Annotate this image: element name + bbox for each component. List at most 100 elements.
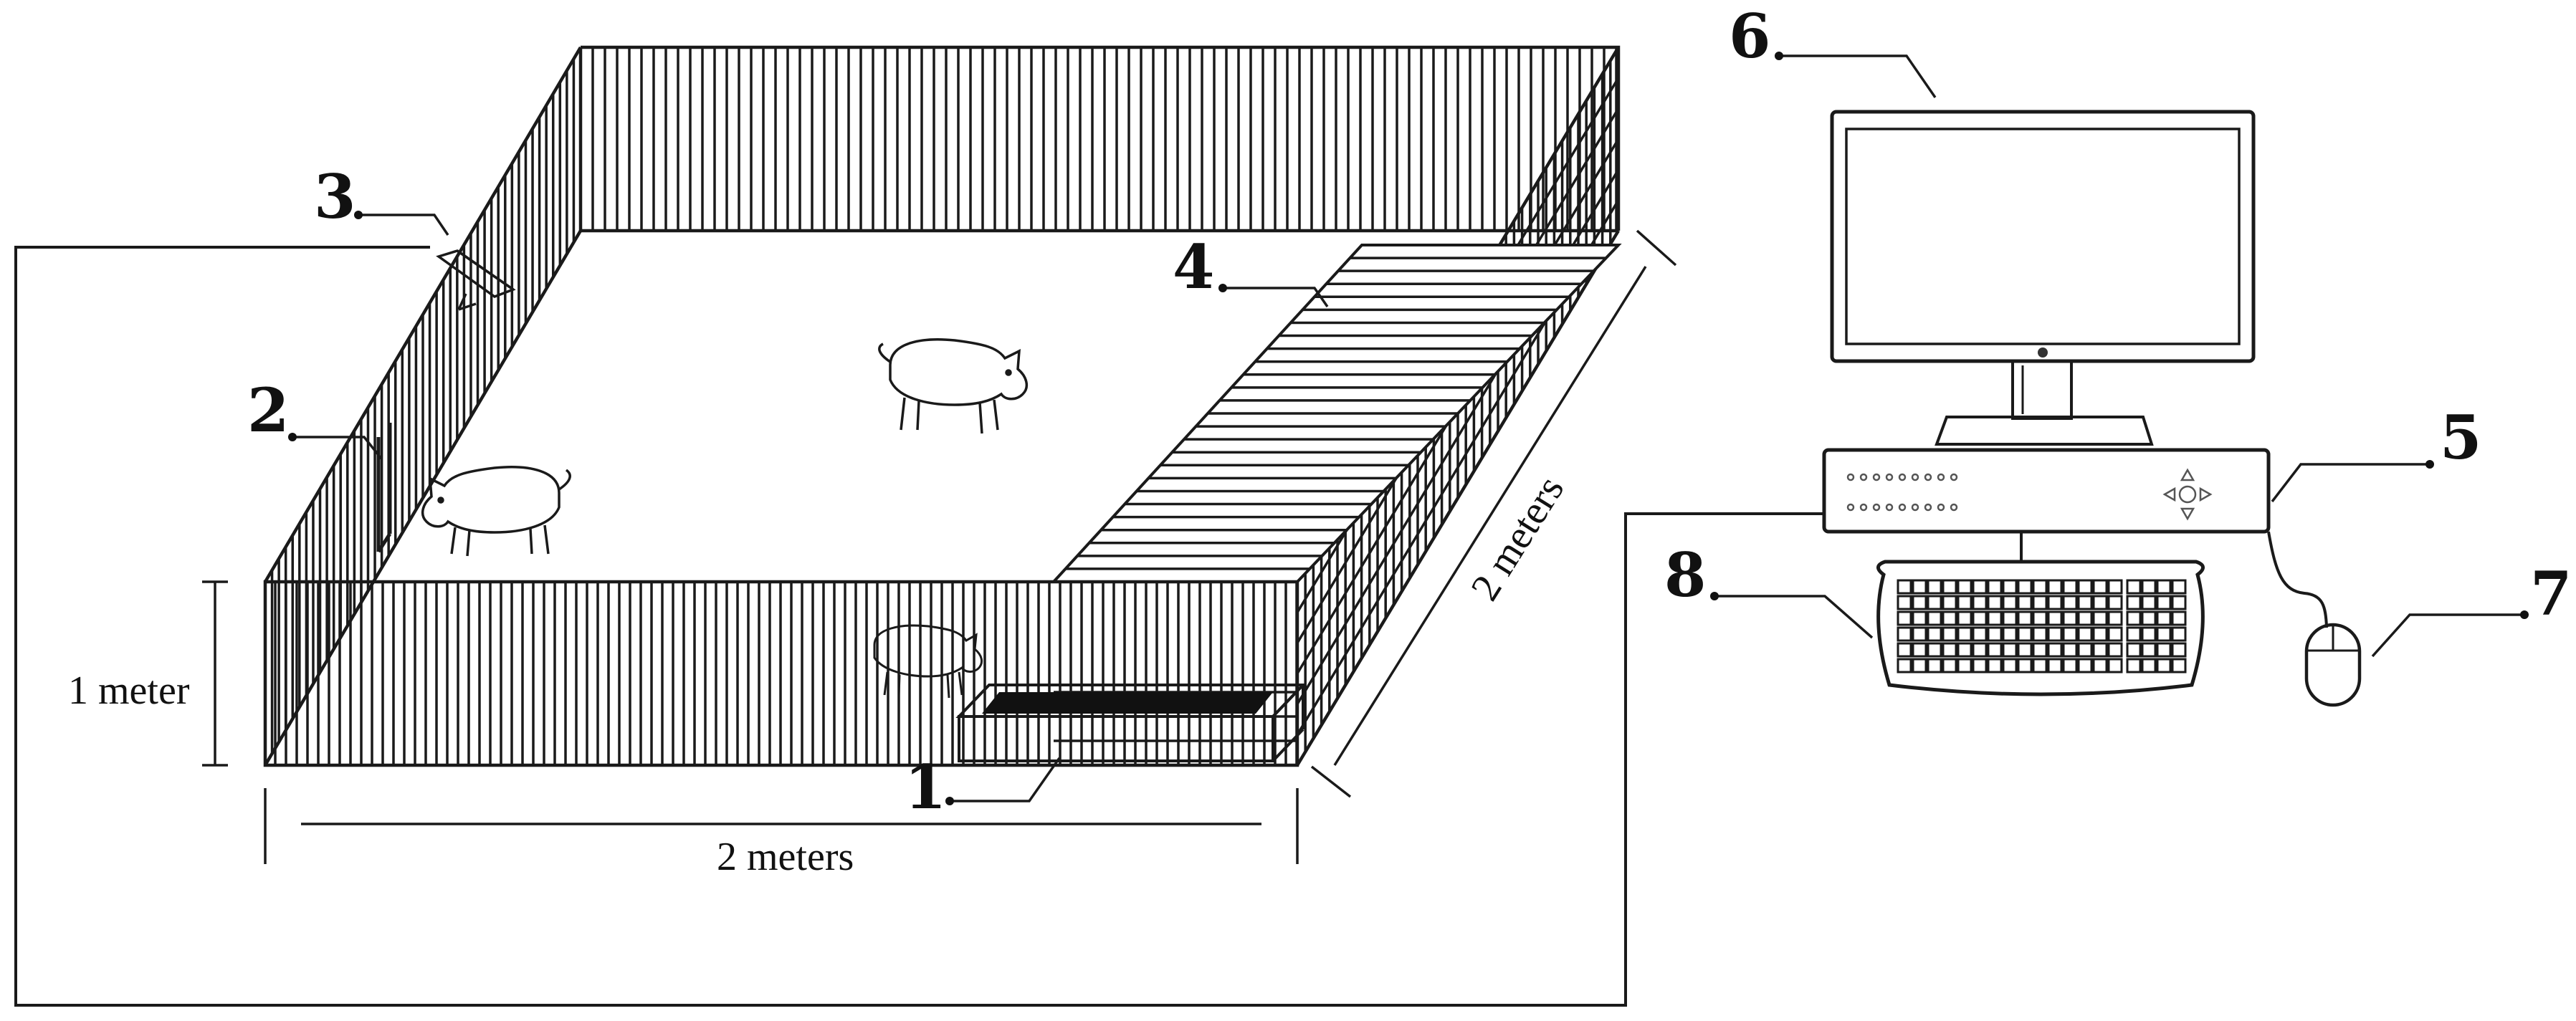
- key: [1927, 579, 1942, 595]
- key: [2141, 642, 2157, 658]
- key: [1972, 626, 1988, 642]
- recorder-led: [1898, 503, 1907, 512]
- key: [1912, 610, 1927, 626]
- key: [2077, 658, 2093, 674]
- key: [2032, 610, 2048, 626]
- key: [2171, 610, 2187, 626]
- key: [2107, 626, 2123, 642]
- key: [2126, 658, 2142, 674]
- key: [2092, 610, 2108, 626]
- key: [2107, 595, 2123, 610]
- key: [2062, 658, 2078, 674]
- key: [2017, 626, 2033, 642]
- key: [2107, 658, 2123, 674]
- key: [2062, 579, 2078, 595]
- keyboard-icon: [1876, 560, 2205, 696]
- recorder-led: [1846, 503, 1855, 512]
- leader-lines: [292, 54, 2524, 802]
- key: [2047, 642, 2063, 658]
- key: [1897, 642, 1912, 658]
- label-2: 2: [247, 375, 289, 446]
- key: [2062, 626, 2078, 642]
- key: [2077, 626, 2093, 642]
- key: [2107, 610, 2123, 626]
- key: [1942, 642, 1957, 658]
- pig-icon: [878, 338, 1029, 434]
- key: [2062, 642, 2078, 658]
- key: [1987, 610, 2003, 626]
- key: [1912, 579, 1927, 595]
- key: [2126, 579, 2142, 595]
- dim-height-label: 1 meter: [68, 668, 190, 713]
- recorder-led: [1950, 473, 1958, 481]
- leader-dots: [288, 52, 2529, 805]
- recorder-icon: [1822, 448, 2328, 628]
- key: [2141, 626, 2157, 642]
- key: [2077, 579, 2093, 595]
- key: [1912, 595, 1927, 610]
- key: [2002, 658, 2018, 674]
- key: [2126, 610, 2142, 626]
- key: [1897, 626, 1912, 642]
- recorder-led: [1950, 503, 1958, 512]
- recorder-led: [1859, 473, 1868, 481]
- key: [1972, 595, 1988, 610]
- camera-icon: [436, 249, 516, 311]
- key: [1942, 595, 1957, 610]
- key: [2126, 626, 2142, 642]
- recorder-led: [1885, 473, 1894, 481]
- key: [1957, 626, 1972, 642]
- key: [1972, 658, 1988, 674]
- key: [1897, 658, 1912, 674]
- recorder-led: [1872, 473, 1881, 481]
- key: [2017, 658, 2033, 674]
- key: [2062, 595, 2078, 610]
- dim-width-label: 2 meters: [717, 835, 854, 879]
- pig-icon: [421, 466, 571, 557]
- key: [2107, 579, 2123, 595]
- recorder-led: [1872, 503, 1881, 512]
- pen-floor: [265, 47, 1618, 765]
- key: [2032, 626, 2048, 642]
- recorder-led: [1924, 473, 1932, 481]
- label-5: 5: [2440, 402, 2481, 473]
- key: [1912, 658, 1927, 674]
- key: [2062, 610, 2078, 626]
- dim-depth-label: 2 meters: [1462, 469, 1573, 608]
- key: [1942, 626, 1957, 642]
- key: [2032, 642, 2048, 658]
- key: [2092, 626, 2108, 642]
- key: [2077, 642, 2093, 658]
- key: [1972, 579, 1988, 595]
- key: [1972, 642, 1988, 658]
- key: [2156, 626, 2172, 642]
- key: [1897, 610, 1912, 626]
- key: [2002, 610, 2018, 626]
- key: [2002, 595, 2018, 610]
- monitor-icon: [1830, 110, 2256, 446]
- key: [2047, 658, 2063, 674]
- key: [2002, 579, 2018, 595]
- key: [1927, 595, 1942, 610]
- key: [1897, 579, 1912, 595]
- recorder-led: [1911, 503, 1919, 512]
- key: [2126, 595, 2142, 610]
- key: [2107, 642, 2123, 658]
- key: [2017, 610, 2033, 626]
- key: [2047, 610, 2063, 626]
- key: [2171, 579, 2187, 595]
- key: [2092, 658, 2108, 674]
- label-1: 1: [905, 752, 946, 823]
- key: [1897, 595, 1912, 610]
- label-3: 3: [314, 161, 356, 232]
- key: [2077, 610, 2093, 626]
- dimension-lines: [202, 229, 1677, 864]
- feeder-icon: [955, 684, 1307, 762]
- recorder-led: [1898, 473, 1907, 481]
- cable-camera-to-recorder: [14, 246, 1824, 1007]
- key: [2156, 579, 2172, 595]
- key: [2047, 595, 2063, 610]
- key: [1927, 658, 1942, 674]
- key: [1927, 626, 1942, 642]
